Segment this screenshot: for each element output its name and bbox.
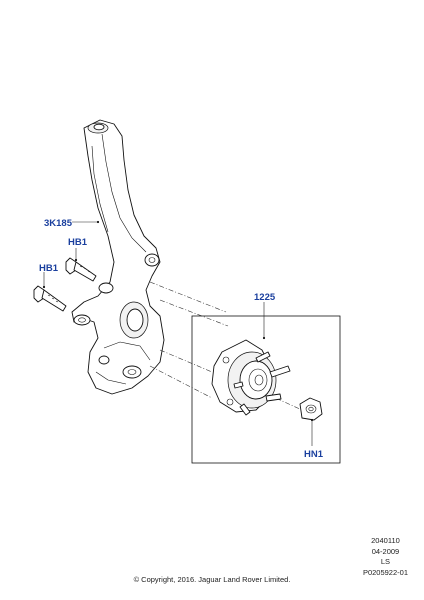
hub-assembly-frame	[191, 315, 341, 464]
steering-knuckle	[71, 119, 165, 395]
drawing-initials: LS	[380, 557, 391, 566]
callout-knuckle: 3K185	[44, 218, 73, 229]
alignment-lines	[149, 281, 303, 411]
leader-lines	[42, 220, 314, 446]
callout-bolt-upper: HB1	[68, 237, 88, 248]
drawing-date: 04-2009	[371, 546, 400, 556]
copyright-notice: © Copyright, 2016. Jaguar Land Rover Lim…	[133, 575, 291, 584]
wheel-hub	[211, 339, 291, 416]
bolt-lower	[33, 285, 67, 312]
callout-nut: HN1	[304, 449, 324, 460]
drawing-ref: P0205922-01	[362, 567, 408, 577]
drawing-reference-block: 2040110 04-2009 LS P0205922-01	[363, 536, 408, 578]
callout-hub-assembly: 1225	[254, 292, 276, 303]
bolt-upper	[65, 257, 97, 282]
callout-bolt-lower: HB1	[39, 263, 59, 274]
hub-nut	[299, 397, 323, 421]
drawing-code: 2040110	[371, 536, 400, 545]
